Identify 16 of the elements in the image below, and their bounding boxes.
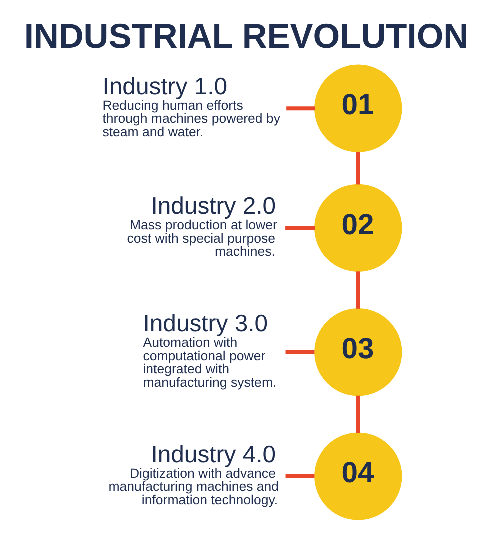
node-text: Industry 4.0 Digitization with advance manufacturing machines and information technology. [108, 440, 280, 507]
node-circle: 04 [314, 432, 402, 520]
node-text: Industry 1.0 Reducing human efforts through machines powered by steam and water. [102, 73, 280, 140]
diagram-title: INDUSTRIAL REVOLUTION [24, 17, 469, 56]
connector [356, 395, 360, 433]
node-circle: 01 [314, 64, 402, 152]
connector [286, 106, 316, 110]
node-text: Industry 2.0 Mass production at lower cost with special purpose machines. [127, 192, 278, 259]
connector [286, 474, 315, 478]
connector [286, 350, 315, 354]
connector [356, 152, 360, 184]
node-text: Industry 3.0 Automation with computational power integrated with manufacturing system. [143, 310, 277, 390]
connector [356, 271, 360, 308]
node-circle: 03 [314, 308, 402, 396]
connector [286, 226, 316, 230]
node-circle: 02 [314, 184, 402, 272]
